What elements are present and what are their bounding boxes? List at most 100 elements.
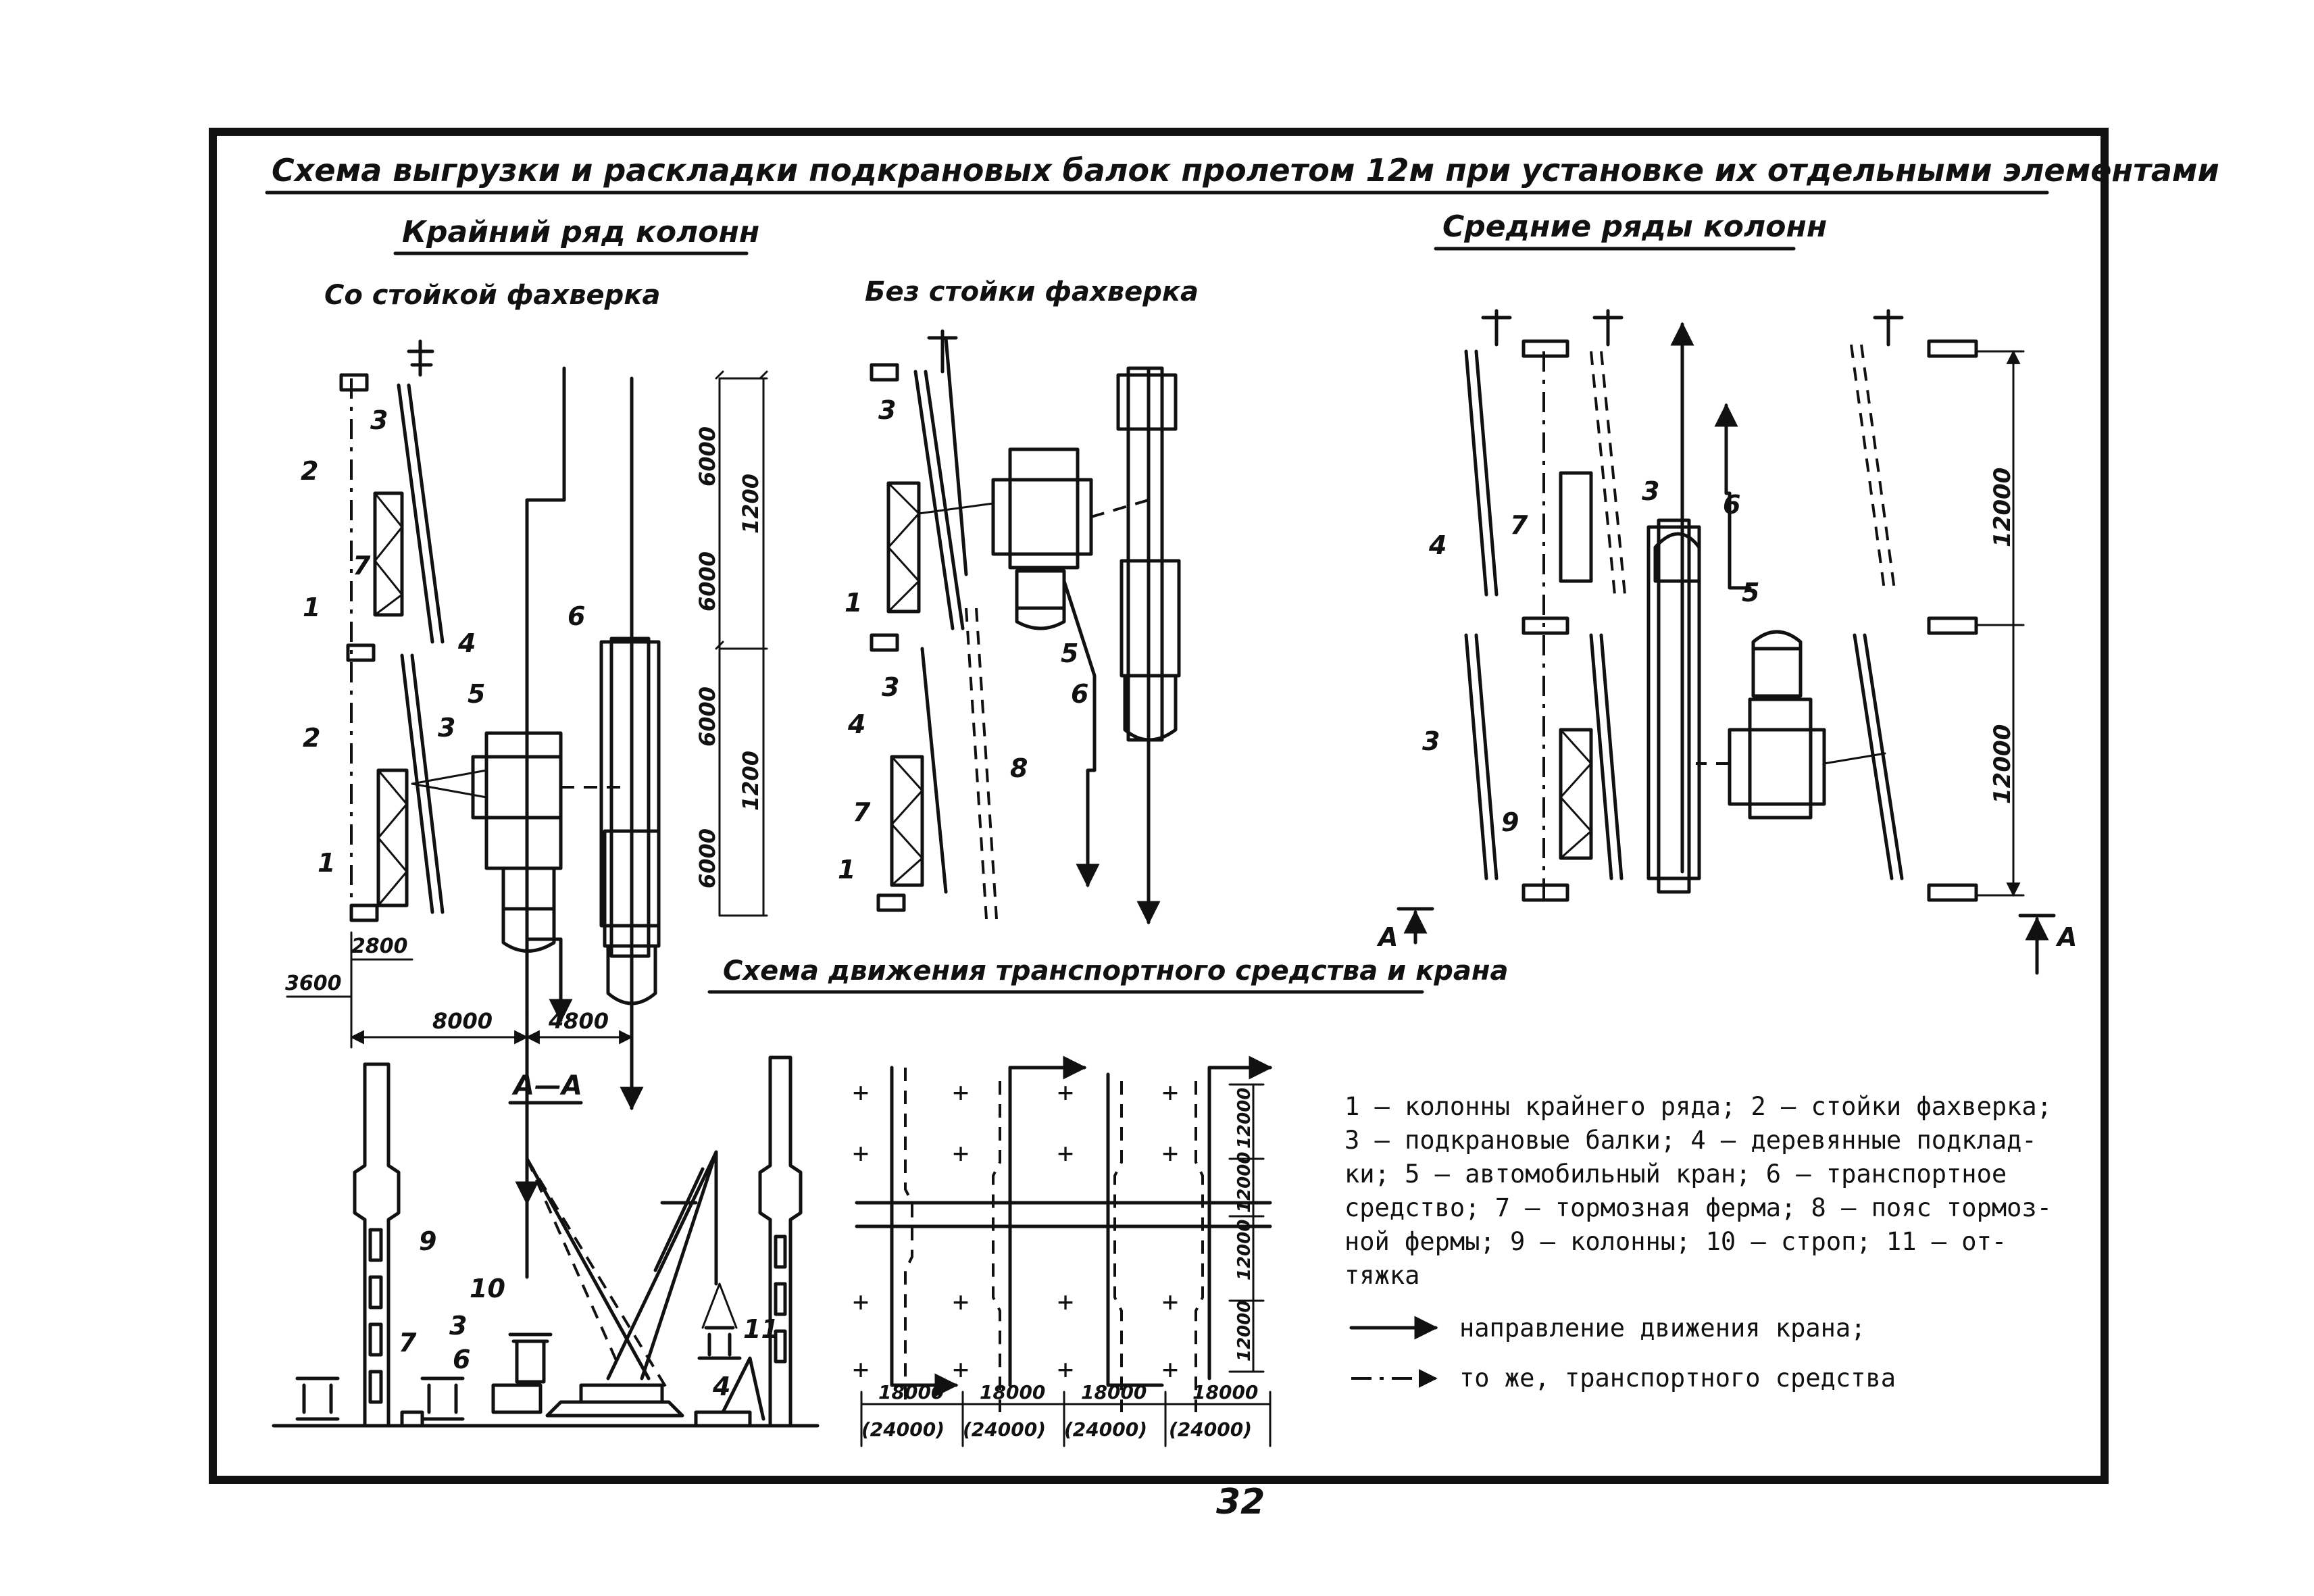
right-label-6: 6 <box>1723 490 1740 520</box>
grid-dim-18000-b: 18000 <box>980 1381 1045 1403</box>
mid-label-1-top: 1 <box>845 588 862 618</box>
dim-2800: 2800 <box>351 934 408 958</box>
legend-line-3: ки; 5 – автомобильный кран; 6 – транспор… <box>1344 1159 2007 1189</box>
heading-outer-row: Крайний ряд колонн <box>402 215 759 249</box>
grid-dim-24000-b: (24000) <box>963 1418 1046 1441</box>
grid-dim-12000-a: 12000 <box>1234 1088 1255 1149</box>
outer-row-with-post-plan <box>339 339 661 1205</box>
grid-dim-12000-c: 12000 <box>1234 1220 1255 1280</box>
legend-line-5: ной фермы; 9 – колонны; 10 – строп; 11 –… <box>1344 1227 2007 1256</box>
grid-dim-18000-d: 18000 <box>1192 1381 1258 1403</box>
dim-6000-b: 6000 <box>695 551 720 612</box>
heading-motion-scheme: Схема движения транспортного средства и … <box>723 955 1509 987</box>
legend-crane-text: направление движения крана; <box>1459 1314 1865 1343</box>
legend-line-6: тяжка <box>1344 1261 1419 1290</box>
mid-label-4: 4 <box>847 709 865 739</box>
label-3-bottom: 3 <box>438 713 455 743</box>
outer-row-without-post-plan <box>870 329 1181 925</box>
right-label-5: 5 <box>1742 578 1759 607</box>
legend-line-1: 1 – колонны крайнего ряда; 2 – стойки фа… <box>1344 1092 2052 1121</box>
svg-text:+: + <box>1162 1354 1178 1385</box>
svg-text:+: + <box>853 1077 869 1108</box>
svg-text:+: + <box>953 1138 969 1169</box>
dim-3600: 3600 <box>285 972 342 995</box>
section-title-a-a: А—А <box>511 1070 582 1101</box>
label-6: 6 <box>568 601 585 631</box>
svg-text:+: + <box>953 1287 969 1318</box>
grid-dim-24000-c: (24000) <box>1064 1418 1147 1441</box>
aa-label-9: 9 <box>419 1226 436 1256</box>
svg-text:+: + <box>853 1138 869 1169</box>
right-label-7: 7 <box>1510 510 1528 540</box>
mid-label-3-top: 3 <box>878 395 896 425</box>
dim-1200-a: 1200 <box>738 474 763 534</box>
aa-label-7: 7 <box>399 1328 417 1357</box>
section-mark-a-right: А <box>2055 922 2077 952</box>
section-a-a-view <box>272 1055 820 1428</box>
aa-label-11: 11 <box>743 1314 779 1344</box>
label-2-bottom: 2 <box>303 723 320 753</box>
subheading-with-post: Со стойкой фахверка <box>324 280 660 311</box>
svg-text:+: + <box>1162 1077 1178 1108</box>
dim-1200-b: 1200 <box>738 751 763 811</box>
aa-label-3: 3 <box>449 1311 467 1341</box>
grid-dim-12000-d: 12000 <box>1234 1301 1255 1362</box>
label-2-top: 2 <box>301 456 318 486</box>
svg-text:+: + <box>853 1287 869 1318</box>
motion-grid: ++++ ++++ ++++ ++++ <box>853 1055 1273 1447</box>
middle-rows-vertical-dimensions <box>1975 349 2025 897</box>
mid-label-5: 5 <box>1061 639 1078 668</box>
dim-8000: 8000 <box>432 1008 493 1034</box>
mid-label-6: 6 <box>1071 679 1088 709</box>
legend-line-2: 3 – подкрановые балки; 4 – деревянные по… <box>1344 1126 2037 1155</box>
legend-line-4: средство; 7 – тормозная ферма; 8 – пояс … <box>1344 1193 2052 1222</box>
dim-4800: 4800 <box>548 1008 609 1034</box>
grid-dim-18000-a: 18000 <box>878 1381 944 1403</box>
label-7: 7 <box>353 551 371 580</box>
grid-dim-18000-c: 18000 <box>1081 1381 1147 1403</box>
right-label-3-bottom: 3 <box>1422 726 1440 756</box>
mid-label-7: 7 <box>853 797 871 827</box>
sheet-title: Схема выгрузки и раскладки подкрановых б… <box>272 152 2219 189</box>
svg-text:+: + <box>953 1077 969 1108</box>
outer-row-horizontal-dimensions <box>286 931 634 1049</box>
label-5: 5 <box>468 679 485 709</box>
svg-text:+: + <box>1162 1138 1178 1169</box>
right-label-3-top: 3 <box>1642 476 1659 506</box>
svg-text:+: + <box>853 1354 869 1385</box>
dim-6000-c: 6000 <box>695 687 720 747</box>
svg-text:+: + <box>1057 1287 1074 1318</box>
dim-12000-b: 12000 <box>1989 724 2016 804</box>
dim-12000-a: 12000 <box>1989 468 2016 547</box>
label-3-top: 3 <box>370 405 388 435</box>
aa-label-6: 6 <box>453 1345 470 1374</box>
svg-text:+: + <box>1057 1138 1074 1169</box>
svg-text:+: + <box>953 1354 969 1385</box>
svg-text:+: + <box>1162 1287 1178 1318</box>
sheet-frame <box>209 128 2109 1484</box>
mid-label-3-bottom: 3 <box>882 672 899 702</box>
aa-label-10: 10 <box>470 1274 505 1303</box>
right-label-9: 9 <box>1501 807 1519 837</box>
aa-label-4: 4 <box>712 1372 730 1401</box>
subheading-without-post: Без стойки фахверка <box>865 276 1199 307</box>
heading-middle-rows: Средние ряды колонн <box>1442 209 1827 244</box>
label-1-bottom: 1 <box>318 848 335 878</box>
legend-vehicle-text: то же, транспортного средства <box>1459 1364 1896 1393</box>
svg-text:+: + <box>1057 1077 1074 1108</box>
middle-rows-plan <box>1464 309 1978 902</box>
mid-label-1-bottom: 1 <box>838 855 855 884</box>
dim-6000-d: 6000 <box>695 828 720 889</box>
legend: 1 – колонны крайнего ряда; 2 – стойки фа… <box>1344 1092 2052 1393</box>
outer-row-vertical-dimensions <box>715 370 768 917</box>
page-number: 32 <box>1216 1482 1265 1522</box>
label-4: 4 <box>457 628 476 658</box>
grid-dim-24000-a: (24000) <box>861 1418 945 1441</box>
section-marks <box>1397 907 2056 975</box>
grid-dim-24000-d: (24000) <box>1169 1418 1252 1441</box>
grid-dim-12000-b: 12000 <box>1234 1152 1255 1213</box>
dim-6000-a: 6000 <box>695 426 720 487</box>
right-label-4: 4 <box>1428 530 1447 560</box>
mid-label-8: 8 <box>1010 753 1028 783</box>
